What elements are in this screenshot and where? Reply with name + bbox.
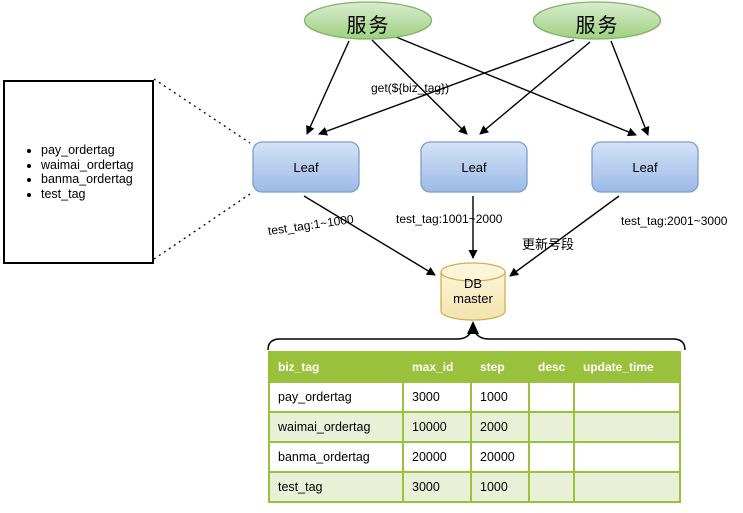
leaf-node-2 — [420, 141, 528, 193]
cell-biz-tag: banma_ordertag — [268, 441, 404, 473]
cell-desc — [528, 471, 575, 503]
edge-label-leaf2-range: test_tag:1001~2000 — [396, 212, 503, 226]
table-to-db-brace — [267, 329, 686, 351]
table-row: pay_ordertag 3000 1000 — [268, 381, 681, 413]
cell-update-time — [573, 471, 681, 503]
cell-biz-tag: test_tag — [268, 471, 404, 503]
arrow-service1-leaf1 — [306, 40, 350, 135]
edge-label-update-segment: 更新号段 — [522, 237, 575, 252]
cell-update-time — [573, 411, 681, 443]
biz-tag-list-box: pay_ordertag waimai_ordertag banma_order… — [3, 80, 154, 264]
cell-step: 2000 — [470, 411, 530, 443]
brace-arrowhead — [467, 321, 479, 334]
arrow-service1-leaf2 — [371, 39, 468, 135]
cell-max-id: 20000 — [402, 441, 472, 473]
dotted-callout-top — [153, 78, 251, 144]
biz-tag-list-item: pay_ordertag — [41, 143, 133, 158]
cell-biz-tag: waimai_ordertag — [268, 411, 404, 443]
cell-biz-tag: pay_ordertag — [268, 381, 404, 413]
arrow-service2-leaf2 — [479, 41, 591, 135]
table-row: banma_ordertag 20000 20000 — [268, 441, 681, 473]
edge-label-leaf3-range: test_tag:2001~3000 — [621, 214, 728, 228]
arrow-service1-leaf3 — [395, 36, 637, 137]
biz-tag-list-item: banma_ordertag — [41, 172, 133, 187]
col-header-max-id: max_id — [402, 351, 472, 383]
cell-step: 20000 — [470, 441, 530, 473]
col-header-step: step — [470, 351, 530, 383]
cell-desc — [528, 441, 575, 473]
arrow-service2-leaf1 — [318, 39, 575, 136]
cell-update-time — [573, 381, 681, 413]
dotted-callout-bottom — [153, 193, 251, 260]
cell-desc — [528, 411, 575, 443]
table-row: waimai_ordertag 10000 2000 — [268, 411, 681, 443]
service-node-2 — [532, 1, 662, 40]
col-header-update-time: update_time — [573, 351, 681, 383]
arrow-leaf1-db — [303, 195, 436, 276]
edge-label-get-biz-tag: get(${biz_tag}) — [371, 81, 450, 95]
leaf-node-1 — [252, 141, 360, 193]
biz-tag-table: biz_tag max_id step desc update_time pay… — [268, 351, 681, 503]
table-row: test_tag 3000 1000 — [268, 471, 681, 503]
leaf-node-3 — [591, 141, 699, 193]
cell-max-id: 10000 — [402, 411, 472, 443]
table-header-row: biz_tag max_id step desc update_time — [268, 351, 681, 383]
db-cylinder-top — [440, 262, 506, 282]
arrow-service2-leaf3 — [610, 40, 650, 136]
biz-tag-list-item: waimai_ordertag — [41, 158, 133, 173]
cell-update-time — [573, 441, 681, 473]
biz-tag-list: pay_ordertag waimai_ordertag banma_order… — [5, 143, 133, 201]
col-header-desc: desc — [528, 351, 575, 383]
db-cylinder-body — [440, 272, 506, 321]
cell-step: 1000 — [470, 381, 530, 413]
col-header-biz-tag: biz_tag — [268, 351, 404, 383]
cell-step: 1000 — [470, 471, 530, 503]
cell-desc — [528, 381, 575, 413]
cell-max-id: 3000 — [402, 471, 472, 503]
cell-max-id: 3000 — [402, 381, 472, 413]
arrow-leaf3-db — [509, 195, 620, 277]
biz-tag-list-item: test_tag — [41, 187, 133, 202]
service-node-1 — [303, 1, 433, 40]
